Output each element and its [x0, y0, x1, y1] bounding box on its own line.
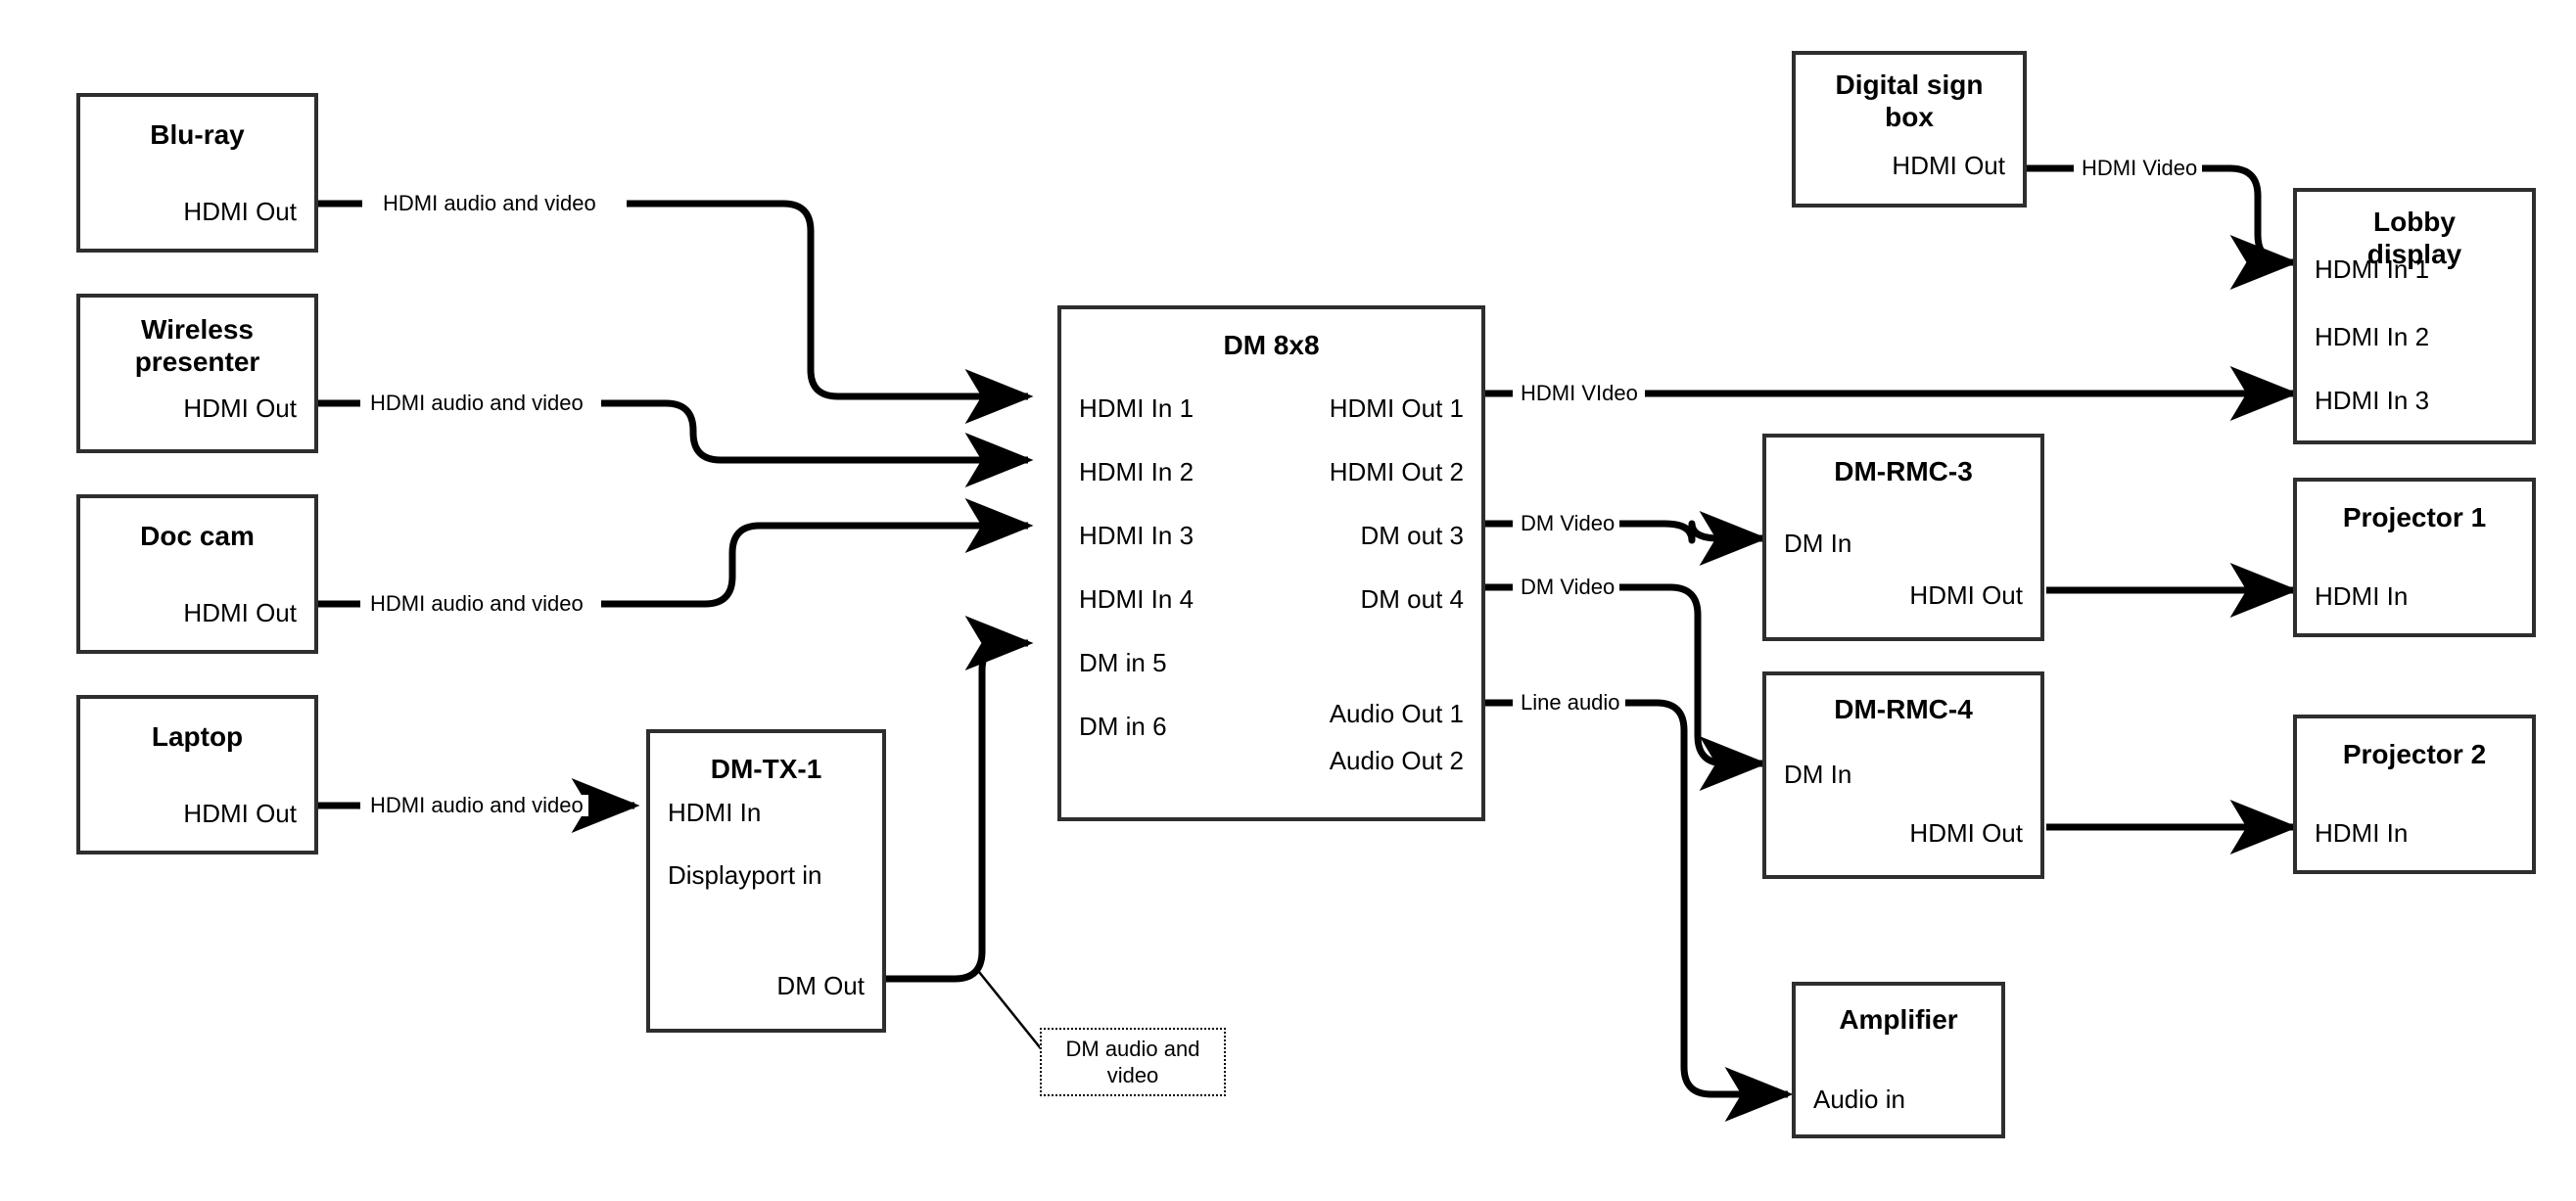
projector-2-port-hdmi-in[interactable]: HDMI In: [2315, 818, 2409, 848]
wire-label-dm-out4-to-rmc4: DM Video: [1516, 577, 1620, 598]
node-dm-rmc-4[interactable]: DM-RMC-4 DM In HDMI Out: [1762, 671, 2044, 879]
lobby-display-title-line1: Lobby: [2373, 207, 2456, 237]
wire-label-laptop-to-dmtx1: HDMI audio and video: [365, 795, 588, 816]
lobby-display-port-hdmi-in-2[interactable]: HDMI In 2: [2315, 322, 2430, 351]
laptop-title: Laptop: [151, 721, 244, 752]
dm-tx-1-port-dm-out[interactable]: DM Out: [776, 971, 865, 1000]
dm-8x8-port-hdmi-in-4[interactable]: HDMI In 4: [1079, 584, 1194, 614]
dm-8x8-port-hdmi-out-1[interactable]: HDMI Out 1: [1329, 393, 1464, 423]
node-laptop[interactable]: Laptop HDMI Out: [76, 695, 318, 855]
dm-8x8-title: DM 8x8: [1223, 330, 1320, 360]
dm-8x8-port-hdmi-in-3[interactable]: HDMI In 3: [1079, 521, 1194, 550]
wire-label-audio-out1-to-amplifier: Line audio: [1516, 692, 1625, 714]
lobby-display-port-hdmi-in-1[interactable]: HDMI In 1: [2315, 254, 2430, 284]
lobby-display-port-hdmi-in-3[interactable]: HDMI In 3: [2315, 386, 2430, 415]
node-dm-tx-1[interactable]: DM-TX-1 HDMI In Displayport in DM Out: [646, 729, 886, 1033]
wireless-presenter-title-line2: presenter: [134, 346, 260, 377]
dm-rmc-4-port-dm-in[interactable]: DM In: [1784, 760, 1852, 789]
digital-sign-box-title-line1: Digital sign: [1835, 69, 1984, 100]
wireless-presenter-title-line1: Wireless: [141, 314, 254, 345]
node-dm-rmc-3[interactable]: DM-RMC-3 DM In HDMI Out: [1762, 434, 2044, 641]
projector-1-title: Projector 1: [2342, 502, 2487, 532]
callout-leader-line: [978, 971, 1045, 1053]
wire-dmtx1-to-dm-in-5: [886, 616, 1034, 983]
dm-rmc-3-port-dm-in[interactable]: DM In: [1784, 529, 1852, 558]
dm-8x8-port-dm-in-5[interactable]: DM in 5: [1079, 648, 1167, 677]
wire-label-bluray-to-dm: HDMI audio and video: [378, 193, 601, 214]
laptop-port-hdmi-out[interactable]: HDMI Out: [183, 799, 297, 828]
doc-cam-title: Doc cam: [140, 521, 255, 551]
dm-8x8-port-dm-out-3[interactable]: DM out 3: [1360, 521, 1465, 550]
dm-8x8-port-dm-out-4[interactable]: DM out 4: [1360, 584, 1465, 614]
node-projector-2[interactable]: Projector 2 HDMI In: [2293, 715, 2536, 874]
dm-8x8-port-audio-out-1[interactable]: Audio Out 1: [1329, 699, 1464, 728]
wire-dm-out-3-to-rmc3-dm-in: [1614, 511, 1768, 566]
projector-1-port-hdmi-in[interactable]: HDMI In: [2315, 581, 2409, 611]
digital-sign-box-port-hdmi-out[interactable]: HDMI Out: [1892, 151, 2005, 180]
wire-doccam-to-dm-hdmi-in-3: [601, 498, 1034, 608]
wire-label-doccam-to-dm: HDMI audio and video: [365, 593, 588, 615]
lobby-display-title-line2: display: [2366, 239, 2462, 269]
blu-ray-port-hdmi-out[interactable]: HDMI Out: [183, 197, 297, 226]
dm-8x8-port-hdmi-in-1[interactable]: HDMI In 1: [1079, 393, 1194, 423]
node-projector-1[interactable]: Projector 1 HDMI In: [2293, 478, 2536, 637]
blu-ray-title: Blu-ray: [150, 119, 245, 150]
node-amplifier[interactable]: Amplifier Audio in: [1792, 982, 2005, 1138]
dm-8x8-port-hdmi-in-2[interactable]: HDMI In 2: [1079, 457, 1194, 486]
wire-sign-to-lobby-hdmi-in-1: [2201, 164, 2299, 290]
node-dm-8x8[interactable]: DM 8x8 HDMI In 1 HDMI In 2 HDMI In 3 HDM…: [1057, 305, 1485, 821]
dm-rmc-4-title: DM-RMC-4: [1834, 694, 1973, 724]
dm-tx-1-title: DM-TX-1: [710, 754, 822, 784]
dm-rmc-3-title: DM-RMC-3: [1834, 456, 1973, 486]
dm-8x8-port-hdmi-out-2[interactable]: HDMI Out 2: [1329, 457, 1464, 486]
wire-label-sign-to-lobby: HDMI Video: [2077, 158, 2203, 179]
node-blu-ray[interactable]: Blu-ray HDMI Out: [76, 93, 318, 253]
amplifier-port-audio-in[interactable]: Audio in: [1813, 1085, 1905, 1114]
wire-bluray-to-dm-hdmi-in-1: [627, 200, 1034, 424]
node-wireless-presenter[interactable]: Wireless presenter HDMI Out: [76, 294, 318, 453]
dm-8x8-port-dm-in-6[interactable]: DM in 6: [1079, 712, 1167, 741]
callout-dm-audio-and-video: DM audio and video: [1040, 1028, 1226, 1096]
dm-tx-1-port-displayport-in[interactable]: Displayport in: [668, 860, 822, 890]
wireless-presenter-port-hdmi-out[interactable]: HDMI Out: [183, 393, 297, 423]
dm-8x8-port-audio-out-2[interactable]: Audio Out 2: [1329, 746, 1464, 775]
wire-dm-out-4-to-rmc4-dm-in: [1614, 583, 1768, 791]
node-doc-cam[interactable]: Doc cam HDMI Out: [76, 494, 318, 654]
wire-label-dm-out1-to-lobby: HDMI VIdeo: [1516, 383, 1643, 404]
projector-2-title: Projector 2: [2342, 739, 2487, 769]
doc-cam-port-hdmi-out[interactable]: HDMI Out: [183, 598, 297, 627]
amplifier-title: Amplifier: [1839, 1004, 1958, 1035]
node-digital-sign-box[interactable]: Digital sign box HDMI Out: [1792, 51, 2027, 208]
digital-sign-box-title-line2: box: [1885, 102, 1934, 132]
dm-rmc-4-port-hdmi-out[interactable]: HDMI Out: [1909, 818, 2023, 848]
dm-tx-1-port-hdmi-in[interactable]: HDMI In: [668, 798, 762, 827]
wire-label-dm-out3-to-rmc3: DM Video: [1516, 513, 1620, 534]
dm-rmc-3-port-hdmi-out[interactable]: HDMI Out: [1909, 580, 2023, 610]
wire-label-wireless-to-dm: HDMI audio and video: [365, 393, 588, 414]
wire-wireless-to-dm-hdmi-in-2: [601, 399, 1034, 487]
node-lobby-display[interactable]: Lobby display HDMI In 1 HDMI In 2 HDMI I…: [2293, 188, 2536, 444]
